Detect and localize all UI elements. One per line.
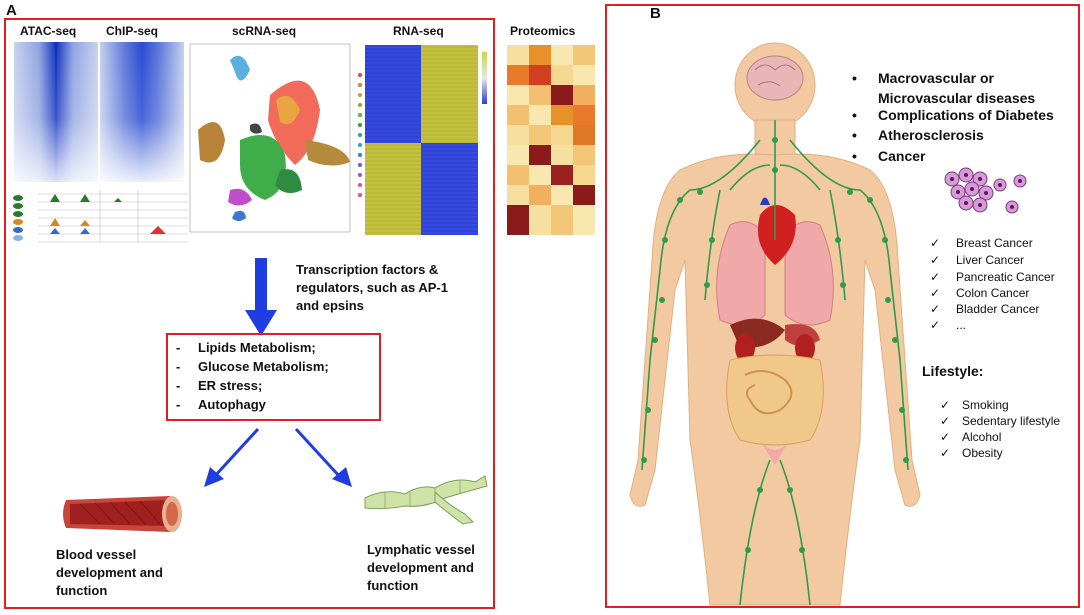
right-diagonal-arrow-icon [294, 427, 352, 487]
disease-item-micro: Microvascular diseases [878, 90, 1036, 106]
lifestyle-item-obesity: ✓Obesity [940, 446, 1003, 460]
lymphatic-vessel-label-line3: function [367, 578, 419, 593]
panel-a-label: A [6, 2, 17, 19]
scrna-umap-plot [189, 43, 362, 233]
cancer-item-colon: ✓Colon Cancer [930, 286, 1030, 300]
proteomics-header-visible: Proteomics [510, 24, 576, 38]
human-body-illustration [629, 42, 921, 606]
scrna-seq-header: scRNA-seq [232, 24, 297, 38]
blood-vessel-illustration [63, 496, 182, 532]
panel-a-frame [4, 18, 495, 609]
lifestyle-title: Lifestyle: [922, 363, 984, 379]
metabolism-item-glucose: -Glucose Metabolism; [176, 359, 329, 374]
panel-b-label: B [650, 5, 661, 22]
lifestyle-item-sedentary: ✓Sedentary lifestyle [940, 414, 1061, 428]
metabolism-box [166, 333, 381, 421]
cancer-item-more: ✓... [930, 318, 967, 332]
lifestyle-item-smoking: ✓Smoking [940, 398, 1009, 412]
disease-item-macro: •Macrovascular or [852, 70, 994, 86]
rna-seq-heatmap [365, 45, 478, 235]
atac-seq-fade [14, 42, 98, 182]
peak-profile-plots [13, 190, 188, 243]
rna-seq-colorbar [482, 52, 487, 104]
blood-vessel-label-line1: Blood vessel [56, 547, 137, 562]
lymphatic-vessel-label-line1: Lymphatic vessel [367, 542, 475, 557]
blood-vessel-label-line3: function [56, 583, 108, 598]
down-arrow-icon [245, 258, 277, 336]
atac-seq-header: ATAC-seq [20, 24, 77, 38]
metabolism-item-er-stress: -ER stress; [176, 378, 263, 393]
rna-seq-header: RNA-seq [393, 24, 444, 38]
lymphatic-vessel-illustration [364, 475, 488, 525]
lifestyle-item-alcohol: ✓Alcohol [940, 430, 1002, 444]
tf-text-line3: and epsins [296, 298, 364, 313]
panel-b-frame [605, 4, 1080, 608]
lymphatic-vessel-label-line2: development and [367, 560, 474, 575]
tf-text-line1: Transcription factors & [296, 262, 439, 277]
chip-seq-header: ChIP-seq [106, 24, 159, 38]
metabolism-item-lipids: -Lipids Metabolism; [176, 340, 316, 355]
disease-item-diabetes: •Complications of Diabetes [852, 107, 1054, 123]
cancer-item-liver: ✓Liver Cancer [930, 253, 1025, 267]
cancer-item-breast: ✓Breast Cancer [930, 236, 1033, 250]
blood-vessel-label-line2: development and [56, 565, 163, 580]
disease-item-cancer: •Cancer [852, 148, 926, 164]
left-diagonal-arrow-icon [204, 427, 260, 487]
cancer-cells-illustration [944, 167, 1027, 214]
disease-item-atherosclerosis: •Atherosclerosis [852, 127, 984, 143]
tf-text-line2: regulators, such as AP-1 [296, 280, 448, 295]
chip-seq-fade [100, 42, 184, 182]
cancer-item-bladder: ✓Bladder Cancer [930, 302, 1040, 316]
cancer-item-pancreatic: ✓Pancreatic Cancer [930, 270, 1055, 284]
proteomics-heatmap [507, 45, 595, 235]
metabolism-item-autophagy: -Autophagy [176, 397, 266, 412]
